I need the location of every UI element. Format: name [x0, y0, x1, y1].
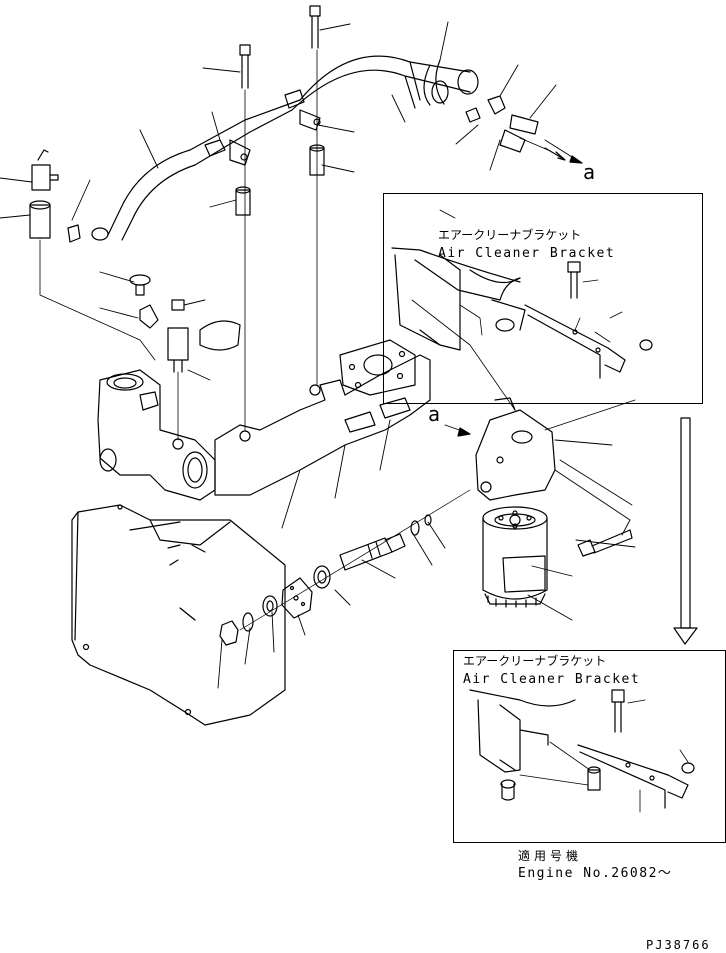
- inset-bottom-label-en: Air Cleaner Bracket: [463, 672, 641, 687]
- inset-bottom-label-jp: エアークリーナブラケット: [463, 654, 607, 668]
- filter-head: [475, 397, 556, 501]
- leader-lines: [0, 21, 636, 689]
- manifold-body: [97, 339, 431, 501]
- fittings-top-right: [465, 95, 566, 161]
- inset-top-label-jp: エアークリーナブラケット: [438, 228, 582, 242]
- callout-a-top: a: [583, 160, 596, 184]
- arrow-a-top: [544, 139, 583, 164]
- inset-top-label-en: Air Cleaner Bracket: [438, 246, 616, 261]
- callout-a-mid: a: [428, 402, 441, 426]
- arrow-a-mid: [444, 424, 471, 437]
- exploded-parts: [219, 489, 471, 646]
- fittings-left: [129, 274, 241, 441]
- filter-bolt: [577, 529, 633, 557]
- engine-block: [71, 504, 286, 726]
- reference-arrow: [673, 417, 698, 645]
- figure-code: PJ38766: [646, 938, 711, 952]
- drain-cock: [29, 149, 156, 361]
- oil-filter: [482, 506, 548, 608]
- inset-bottom-drawing: [469, 689, 695, 813]
- applicability-label-en: Engine No.26082〜: [518, 866, 673, 881]
- inset-top-drawing: [391, 209, 653, 379]
- inset-frame-top: [383, 193, 703, 404]
- spacers-bolts: [235, 5, 325, 431]
- applicability-label-jp: 適用号機: [518, 849, 583, 863]
- oil-pipe-upper: [91, 55, 479, 241]
